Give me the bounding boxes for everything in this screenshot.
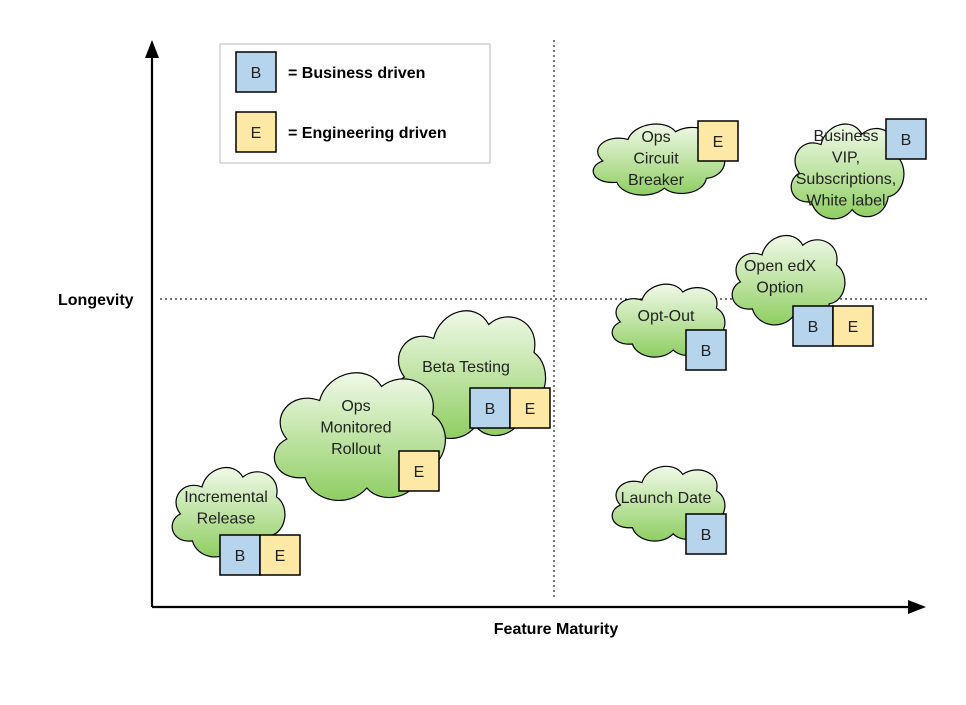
x-axis-label: Feature Maturity xyxy=(494,621,619,638)
legend-business-letter: B xyxy=(251,65,262,82)
engineering-tag xyxy=(259,534,301,576)
engineering-tag xyxy=(697,120,739,162)
tag-letter: E xyxy=(275,548,286,565)
legend-engineering-text: = Engineering driven xyxy=(288,125,447,142)
cloud-label-line: Subscriptions, xyxy=(796,171,897,188)
cloud-label-line: Release xyxy=(197,511,256,528)
cloud-label-line: Beta Testing xyxy=(422,359,510,376)
business-tag xyxy=(885,118,927,160)
cloud-label-line: Circuit xyxy=(633,151,679,168)
y-axis-arrow xyxy=(145,40,159,58)
legend-business-text: = Business driven xyxy=(288,65,425,82)
legend-business-swatch xyxy=(235,51,277,93)
y-axis-label: Longevity xyxy=(58,292,134,309)
cloud-label-line: Incremental xyxy=(184,489,268,506)
cloud-label-line: Monitored xyxy=(320,420,391,437)
engineering-tag xyxy=(509,387,551,429)
tag-letter: E xyxy=(848,319,859,336)
legend-engineering-letter: E xyxy=(251,125,262,142)
engineering-tag xyxy=(398,450,440,492)
engineering-tag xyxy=(832,305,874,347)
legend-engineering-swatch xyxy=(235,111,277,153)
cloud-shape xyxy=(790,123,905,220)
tag-letter: B xyxy=(808,319,819,336)
business-tag xyxy=(792,305,834,347)
cloud-label-line: Ops xyxy=(341,398,370,415)
business-tag xyxy=(219,534,261,576)
x-axis-arrow xyxy=(908,600,926,614)
cloud-label-line: Breaker xyxy=(628,172,685,189)
business-tag xyxy=(685,513,727,555)
tag-letter: B xyxy=(235,548,246,565)
tag-letter: B xyxy=(485,401,496,418)
tag-letter: B xyxy=(701,527,712,544)
cloud-label-line: Opt-Out xyxy=(638,308,695,325)
cloud-label-line: Open edX xyxy=(744,258,816,275)
legend: B = Business driven E = Engineering driv… xyxy=(219,43,491,164)
cloud-label-line: Option xyxy=(756,280,803,297)
cloud-label-line: VIP, xyxy=(832,150,860,167)
tag-letter: E xyxy=(713,134,724,151)
business-tag xyxy=(685,329,727,371)
tag-letter: E xyxy=(525,401,536,418)
cloud-label-line: Rollout xyxy=(331,441,381,458)
cloud-label-line: White label xyxy=(806,193,885,210)
cloud-label-line: Ops xyxy=(641,129,670,146)
tag-letter: B xyxy=(701,343,712,360)
cloud-label-line: Launch Date xyxy=(621,490,712,507)
cloud-label-line: Business xyxy=(814,128,879,145)
tag-letter: B xyxy=(901,132,912,149)
tag-letter: E xyxy=(414,464,425,481)
